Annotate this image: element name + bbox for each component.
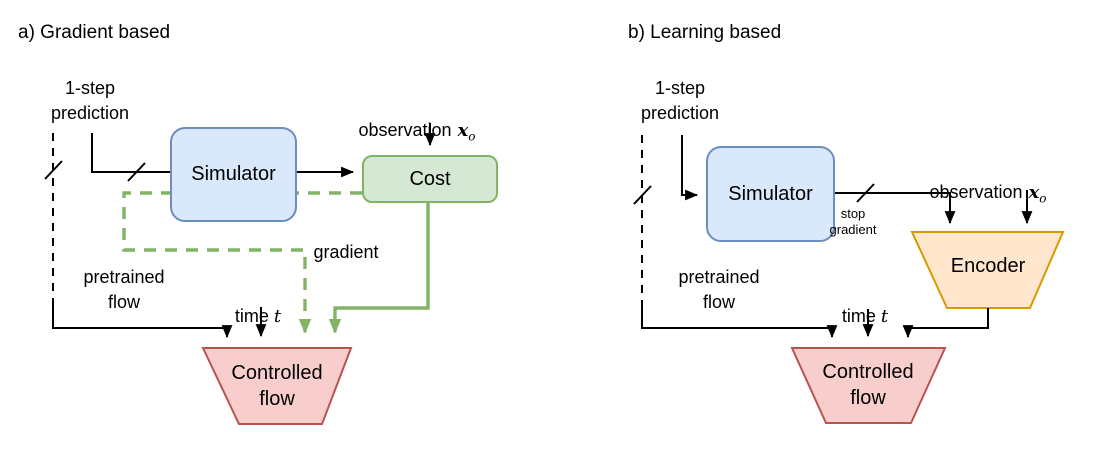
- dimension-slash-icon: [633, 185, 652, 205]
- pretrained-flow-label-a: pretrained flow: [83, 267, 165, 313]
- one-step-prediction-label-b: 1-step prediction: [640, 78, 720, 124]
- observation-text-a: observation: [358, 120, 452, 141]
- controlled-flow-node-b: [790, 347, 947, 424]
- cost-to-controlled-connector-a: [328, 203, 430, 334]
- dimension-slash-icon: [856, 183, 875, 203]
- dimension-slash-icon: [127, 162, 146, 182]
- observation-math-x-a: x: [457, 120, 469, 142]
- observation-sub-o-a: o: [468, 129, 476, 144]
- controlled-flow-node-a: [201, 347, 353, 425]
- encoder-label-b: Encoder: [950, 255, 1026, 277]
- pretrained-to-controlled-connector-a: [52, 302, 233, 339]
- dimension-slash-icon: [44, 160, 63, 180]
- encoder-to-controlled-connector-b: [902, 308, 989, 339]
- simulator-node-b: Simulator: [706, 146, 835, 242]
- time-text-b: time: [841, 306, 876, 327]
- panel-a-title: a) Gradient based: [18, 22, 171, 43]
- observation-sub-o-b: o: [1039, 191, 1047, 206]
- time-text-a: time: [234, 306, 269, 327]
- controlled-flow-label-a: Controlled flow: [231, 362, 323, 410]
- prediction-to-simulator-connector-a: [91, 133, 170, 173]
- observation-text-b: observation: [929, 182, 1023, 203]
- panel-b-title: b) Learning based: [628, 22, 782, 43]
- encoder-node-b: [910, 231, 1065, 309]
- stop-gradient-label-b: stop gradient: [829, 206, 877, 238]
- cost-label-a: Cost: [409, 167, 451, 190]
- gradient-label-a: gradient: [313, 242, 379, 262]
- controlled-flow-label-b: Controlled flow: [822, 361, 914, 409]
- observation-math-x-b: x: [1028, 182, 1040, 204]
- simulator-label-a: Simulator: [191, 163, 276, 185]
- pretrained-to-controlled-connector-b: [641, 304, 838, 339]
- simulator-node-a: Simulator: [170, 127, 297, 222]
- pretrained-flow-label-b: pretrained flow: [678, 267, 760, 313]
- simulator-label-b: Simulator: [728, 182, 813, 205]
- simulator-to-encoder-connector-b: [835, 192, 956, 225]
- prediction-to-simulator-connector-b: [681, 135, 699, 201]
- one-step-prediction-label-a: 1-step prediction: [50, 78, 130, 124]
- cost-node-a: Cost: [362, 155, 498, 203]
- time-math-t-b: t: [880, 306, 889, 328]
- time-math-t-a: t: [273, 306, 282, 328]
